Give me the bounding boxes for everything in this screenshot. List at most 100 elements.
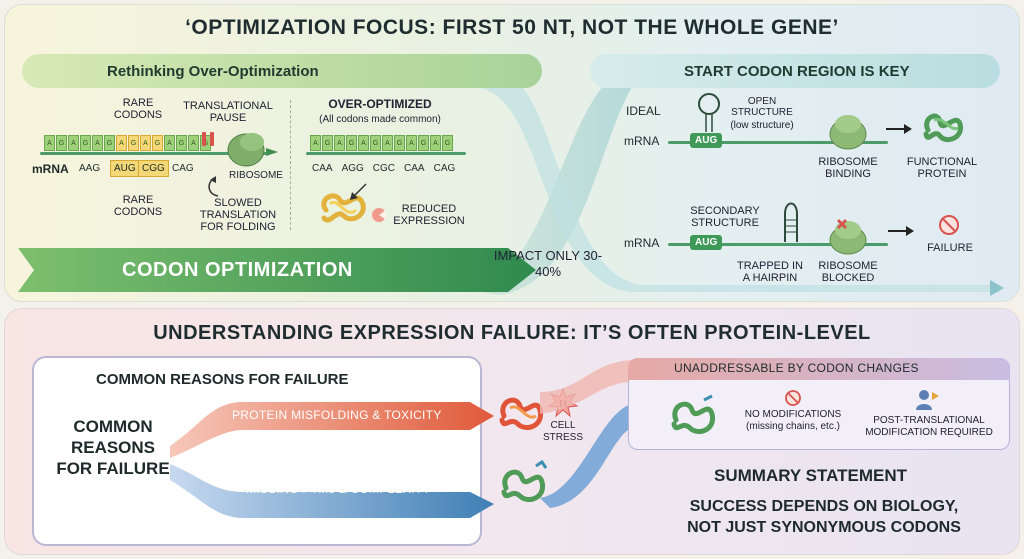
aug-box-fail: AUG (690, 235, 723, 250)
ribosome-blocked-icon (829, 218, 867, 255)
over-optimized-subtitle: (All codons made common) (319, 114, 441, 125)
summary-line-1: SUCCESS DEPENDS ON BIOLOGY, (689, 498, 959, 515)
flow-curves (470, 60, 1004, 296)
codon-strip-left: A G A G A G A G A G A G A G (44, 135, 211, 151)
over-codon-list: CAA AGG CGC CAA CAG (312, 163, 455, 174)
reasons-box-title: COMMON REASONS FOR FAILURE (96, 371, 349, 388)
misfolding-arrow-label: PROTEIN MISFOLDING & TOXICITY (232, 408, 442, 422)
codon-cell: A (334, 135, 345, 151)
translational-pause-label: TRANSLATIONAL PAUSE (183, 100, 273, 124)
trapped-hairpin-label: TRAPPED IN A HAIRPIN (736, 260, 803, 284)
reduced-expression-label: REDUCED EXPRESSION (393, 203, 465, 227)
unmodified-protein-icon (671, 394, 716, 434)
reasons-line: REASONS (70, 438, 156, 457)
complex-protein-icon (501, 459, 548, 502)
codon-cell: A (430, 135, 441, 151)
ribosome-binding-label: RIBOSOME BINDING (818, 156, 878, 180)
pause-icon (202, 132, 214, 146)
mrna-strand-ideal (668, 141, 888, 144)
codon-cell: A (188, 135, 199, 151)
cut-icon (372, 208, 386, 222)
codon-cgg-rare: CGG (138, 160, 169, 177)
impact-label: IMPACT ONLY 30-40% (493, 248, 603, 279)
over-codon: CGC (372, 163, 396, 174)
rare-codons-bottom-label: RARE CODONS (113, 194, 163, 218)
open-structure-label: OPEN STRUCTURE (731, 96, 793, 118)
ideal-label: IDEAL (626, 104, 661, 118)
functional-protein-label: FUNCTIONAL PROTEIN (906, 156, 978, 180)
codon-strip-over: A G A G A G A G A G A G (310, 135, 453, 151)
codon-optimization-arrow (18, 248, 536, 292)
codon-cell: A (68, 135, 79, 151)
mrna-label-left: mRNA (32, 162, 69, 176)
reasons-line: FOR FAILURE (56, 459, 170, 478)
rare-codons-top-label: RARE CODONS (113, 97, 163, 121)
codon-cell: A (406, 135, 417, 151)
arrow-right-fail-icon (888, 226, 914, 236)
cell-stress-label: CELL STRESS (542, 420, 583, 443)
secondary-structure-label: SECONDARY STRUCTURE (690, 205, 760, 229)
rare-codon-cell: A (116, 135, 127, 151)
start-codon-banner-label: START CODON REGION IS KEY (684, 63, 910, 80)
summary-line-2: NOT JUST SYNONYMOUS CODONS (687, 519, 961, 536)
start-codon-banner (590, 54, 1000, 88)
curved-arrow-icon (208, 176, 219, 197)
connector-ribbons (540, 360, 632, 508)
no-modifications-sub: (missing chains, etc.) (746, 421, 840, 432)
codon-cell: G (104, 135, 115, 151)
hairpin-icon (784, 202, 798, 242)
missing-ptm-arrow-label: MISSING PTMs & COMPLEXITY (246, 482, 431, 496)
arrow-head-right (990, 280, 1004, 296)
reasons-left-label: COMMON REASONS FOR FAILURE (48, 416, 178, 479)
divider (290, 100, 291, 230)
arrow-down-left-icon (350, 183, 367, 200)
reason-arrows (170, 402, 494, 518)
codon-cell: A (358, 135, 369, 151)
main-title: ‘OPTIMIZATION FOCUS: FIRST 50 NT, NOT TH… (185, 16, 839, 39)
rare-codon-cell: G (152, 135, 163, 151)
codon-cell: G (56, 135, 67, 151)
reasons-line: COMMON (73, 417, 153, 436)
mrna-label-ideal: mRNA (624, 134, 660, 148)
over-codon: CAA (404, 163, 425, 174)
failure-label: FAILURE (927, 242, 973, 254)
codon-optimization-label: CODON OPTIMIZATION (122, 259, 353, 281)
ribosome-binding-icon (829, 115, 867, 150)
over-optimized-title: OVER-OPTIMIZED (328, 97, 432, 111)
ribosome-icon (227, 133, 278, 167)
codon-cell: G (176, 135, 187, 151)
ptm-required-label: POST-TRANSLATIONAL MODIFICATION REQUIRED (865, 415, 993, 438)
unaddressable-header (628, 358, 1010, 380)
codon-aag: AAG (79, 163, 101, 174)
rare-codon-cell: A (140, 135, 151, 151)
aug-box-ideal: AUG (690, 133, 723, 148)
open-loop-icon (698, 93, 720, 132)
modification-person-icon (916, 390, 939, 410)
ribosome-label: RIBOSOME (229, 170, 283, 181)
unaddressable-label: UNADDRESSABLE BY CODON CHANGES (674, 361, 919, 375)
rare-codon-cell: G (128, 135, 139, 151)
codon-aug-rare: AUG (110, 160, 140, 177)
misfolded-protein-icon (321, 193, 366, 223)
over-codon: CAG (433, 163, 456, 174)
codon-cell: A (92, 135, 103, 151)
mrna-strand-over (306, 152, 466, 155)
codon-cell: G (322, 135, 333, 151)
low-structure-label: (low structure) (730, 120, 794, 131)
mrna-label-fail: mRNA (624, 236, 660, 250)
codon-cell: G (418, 135, 429, 151)
no-modifications-label: NO MODIFICATIONS (744, 409, 842, 420)
codon-cell: G (80, 135, 91, 151)
codon-cell: A (310, 135, 321, 151)
toxic-protein-icon (499, 397, 544, 430)
codon-cell: A (164, 135, 175, 151)
functional-protein-icon (923, 113, 964, 142)
rethinking-banner-label: Rethinking Over-Optimization (107, 63, 319, 80)
codon-cag: CAG (172, 163, 194, 174)
prohibited-icon (939, 215, 959, 235)
summary-title: SUMMARY STATEMENT (714, 466, 907, 485)
rising-curve (470, 60, 660, 295)
codon-cell: G (346, 135, 357, 151)
codon-cell: A (44, 135, 55, 151)
